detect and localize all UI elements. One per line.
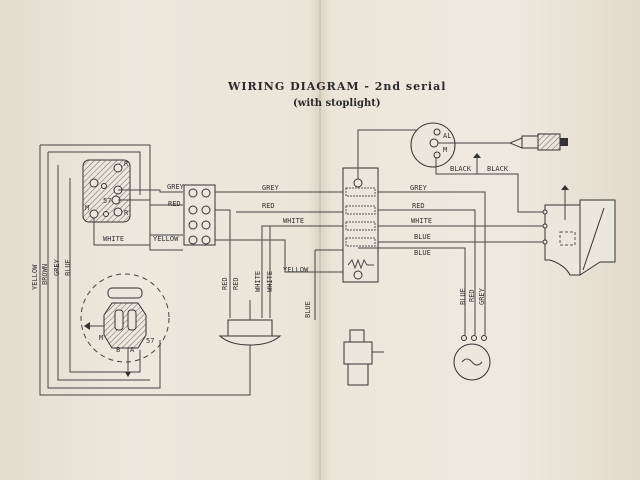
wire-label-blue-mid: BLUE (304, 301, 312, 318)
switch-terminal-m: M (85, 204, 89, 212)
magneto-terminal-57: 57 (146, 337, 154, 345)
wire-label-grey-mid: GREY (262, 184, 280, 192)
wire-label-red-right: RED (412, 202, 425, 210)
wire-label-red-mid: RED (262, 202, 275, 210)
horn-wire-blue: BLUE (459, 288, 467, 305)
magneto-terminal-a: A (130, 346, 135, 354)
wire-label-white-mid: WHITE (283, 217, 304, 225)
wire-label-grey: GREY (53, 258, 61, 276)
wire-label-yellow: YELLOW (31, 264, 39, 290)
stoplight (542, 185, 616, 276)
lamp (218, 319, 282, 346)
wire-label-black-2: BLACK (487, 165, 509, 173)
wire-label-yellow-mid: YELLOW (283, 266, 309, 274)
horn (453, 335, 491, 381)
horn-wire-red: RED (468, 289, 476, 302)
wire-label-blue-right-2: BLUE (414, 249, 431, 257)
coil-terminal-al: AL (443, 132, 451, 140)
wire-label-black-1: BLACK (450, 165, 472, 173)
junction-block (183, 184, 216, 246)
left-harness (39, 144, 251, 396)
magneto-terminal-m: M (99, 334, 103, 342)
magneto-terminal-b: B (116, 346, 120, 354)
switch-terminal-57: 57 (103, 197, 111, 205)
wire-label-white-switch: WHITE (103, 235, 124, 243)
lamp-wire-white-2: WHITE (266, 271, 274, 292)
light-switch (82, 159, 131, 223)
lamp-wire-red-2: RED (232, 277, 240, 290)
magneto (80, 273, 170, 377)
lamp-wire-red-1: RED (221, 277, 229, 290)
coil-terminal-m: M (443, 146, 447, 154)
lamp-wire-white-1: WHITE (254, 271, 262, 292)
wire-label-blue-right-1: BLUE (414, 233, 431, 241)
wire-label-blue: BLUE (64, 259, 72, 276)
ignition-coil (410, 122, 523, 168)
wire-label-brown: BROWN (41, 264, 49, 285)
brake-switch (343, 329, 384, 386)
wire-label-red-block: RED (168, 200, 181, 208)
wire-label-grey-block: GREY (167, 183, 185, 191)
wire-label-yellow-block: YELLOW (153, 235, 179, 243)
spark-plug-icon (521, 133, 568, 151)
horn-wire-grey: GREY (478, 287, 486, 305)
diagram-title: WIRING DIAGRAM - 2nd serial (227, 80, 446, 93)
switch-terminal-r2: R (124, 209, 129, 217)
diagram-subtitle: (with stoplight) (293, 98, 381, 109)
wire-label-grey-right: GREY (410, 184, 428, 192)
switch-terminal-r: R (124, 160, 129, 168)
wire-label-white-right: WHITE (411, 217, 432, 225)
terminal-strip (342, 167, 379, 283)
